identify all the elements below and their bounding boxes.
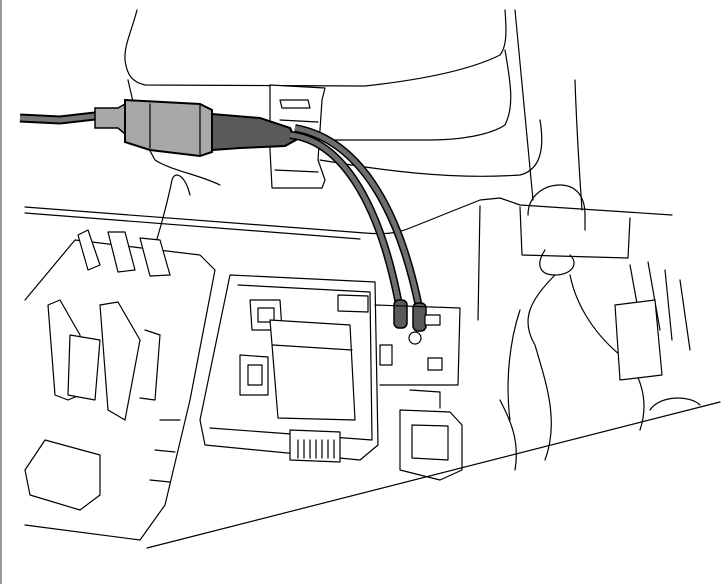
test-lead-2: [294, 125, 423, 313]
test-lead-1: [289, 132, 403, 311]
front-edge-line: [146, 401, 721, 549]
connector-tail: [94, 102, 126, 136]
right-wire-bundle: [499, 249, 701, 471]
upper-body-panel: [124, 9, 586, 246]
relay-block: [199, 274, 461, 463]
test-harness: [19, 98, 427, 332]
connector-body: [124, 98, 213, 158]
relay-cube: [269, 319, 356, 421]
left-fuse-block: [24, 229, 216, 541]
connector-boot: [211, 112, 298, 152]
lower-connector: [399, 389, 463, 481]
probe-tip-1: [393, 299, 408, 329]
